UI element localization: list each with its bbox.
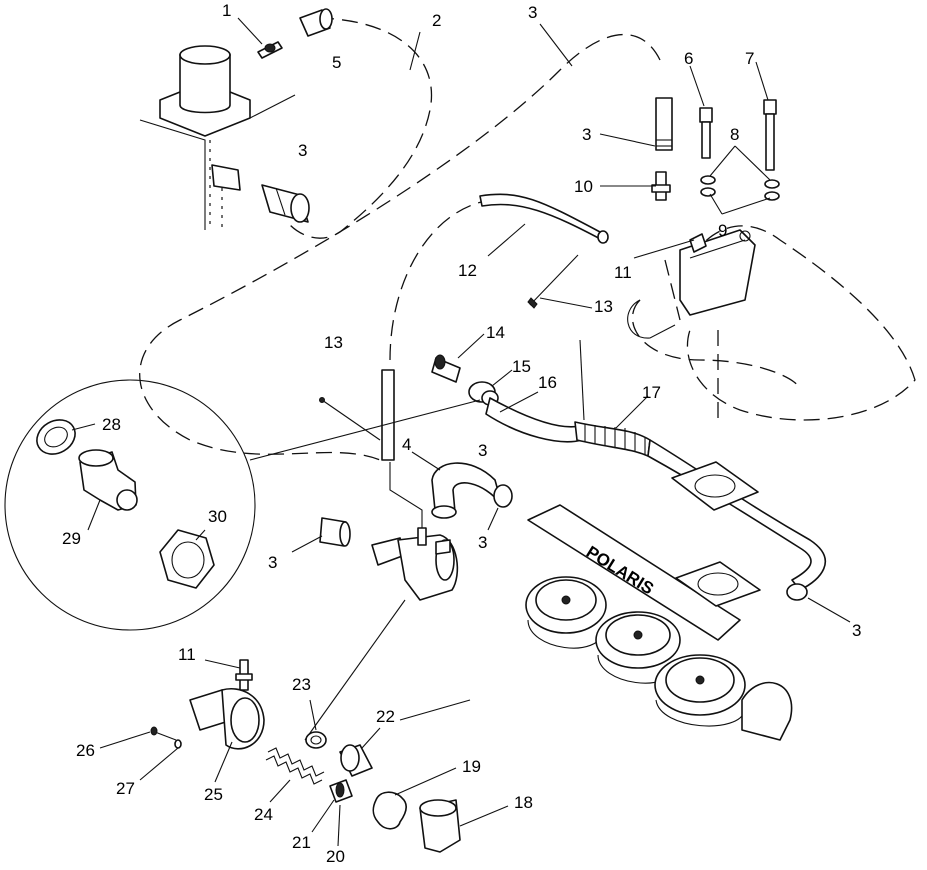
callout-13-left: 13 <box>324 333 343 352</box>
hose-sleeve-3-center <box>319 517 351 547</box>
phantom-outlines <box>139 17 916 461</box>
callout-11-top: 11 <box>614 263 632 282</box>
callout-3-top: 5 <box>332 53 341 72</box>
valve-plunger-22 <box>339 744 373 777</box>
callout-12: 12 <box>458 261 477 280</box>
callout-8: 8 <box>730 125 739 144</box>
fitting-10 <box>651 171 671 201</box>
spring-24 <box>265 747 325 785</box>
hose-end-top-right <box>655 97 673 151</box>
water-valve-body <box>371 527 459 601</box>
callout-16: 16 <box>538 373 557 392</box>
inset-circle <box>4 379 256 631</box>
fitting-14 <box>431 354 461 383</box>
callout-3-right: 3 <box>582 125 591 144</box>
callout-6: 6 <box>684 49 693 68</box>
hose-sleeve-left <box>211 164 310 223</box>
callout-3-left: 3 <box>298 141 307 160</box>
callout-25: 25 <box>204 785 223 804</box>
callout-10: 10 <box>574 177 593 196</box>
callout-15: 15 <box>512 357 531 376</box>
valve-stem-21 <box>329 779 353 803</box>
valve-housing-25 <box>189 688 265 750</box>
fitting-11-lower <box>235 659 253 691</box>
callout-28: 28 <box>102 415 121 434</box>
elbow-hose-4 <box>431 462 513 519</box>
hose-16 <box>485 397 583 443</box>
bolt-7 <box>763 99 777 171</box>
callout-29: 29 <box>62 529 81 548</box>
callout-27: 27 <box>116 779 135 798</box>
cable-tie-13-right <box>527 254 585 421</box>
callout-17: 17 <box>642 383 661 402</box>
callout-13-right: 13 <box>594 297 613 316</box>
boot-29 <box>78 449 138 511</box>
reservoir-cap-housing <box>139 45 296 230</box>
nut-30 <box>159 529 215 589</box>
callout-20: 20 <box>326 847 345 866</box>
leader-lines <box>249 399 481 741</box>
callout-18: 18 <box>514 793 533 812</box>
callout-30: 30 <box>208 507 227 526</box>
callout-9: 9 <box>718 221 727 240</box>
callout-3-hose: 3 <box>478 441 487 460</box>
callout-3-outlet: 3 <box>852 621 861 640</box>
callout-24: 24 <box>254 805 273 824</box>
cable-tie-13-left <box>319 397 381 441</box>
vent-fitting-1 <box>257 41 283 59</box>
callout-23: 23 <box>292 675 311 694</box>
gasket-28 <box>36 419 76 455</box>
callout-labels: 1 2 3 5 6 7 3 8 3 10 9 11 12 13 13 14 15… <box>62 1 861 866</box>
bolt-6 <box>699 107 713 159</box>
engine-cylinders: POLARIS <box>525 504 793 741</box>
callout-2: 2 <box>432 11 441 30</box>
gasket-flange <box>671 461 761 607</box>
callout-3-elbow: 3 <box>478 533 487 552</box>
washer-27 <box>174 739 182 749</box>
callout-1: 1 <box>222 1 231 20</box>
cover-18 <box>419 799 461 853</box>
callout-11-lower: 11 <box>178 645 196 664</box>
mounting-bracket-9 <box>627 229 756 339</box>
washers-8 <box>700 175 780 201</box>
callout-7: 7 <box>745 49 754 68</box>
callout-leaders <box>71 17 851 847</box>
oring-23 <box>305 731 327 749</box>
callout-26: 26 <box>76 741 95 760</box>
gasket-19 <box>372 791 407 830</box>
callout-21: 21 <box>292 833 311 852</box>
callout-4: 4 <box>402 435 411 454</box>
callout-5: 3 <box>528 3 537 22</box>
hose-clamp-top <box>299 8 333 37</box>
callout-14: 14 <box>486 323 505 342</box>
callout-3-sleeve: 3 <box>268 553 277 572</box>
callout-22: 22 <box>376 707 395 726</box>
screw-26 <box>150 726 177 741</box>
vertical-tube <box>381 369 423 528</box>
vent-hose-12 <box>479 193 609 244</box>
callout-19: 19 <box>462 757 481 776</box>
